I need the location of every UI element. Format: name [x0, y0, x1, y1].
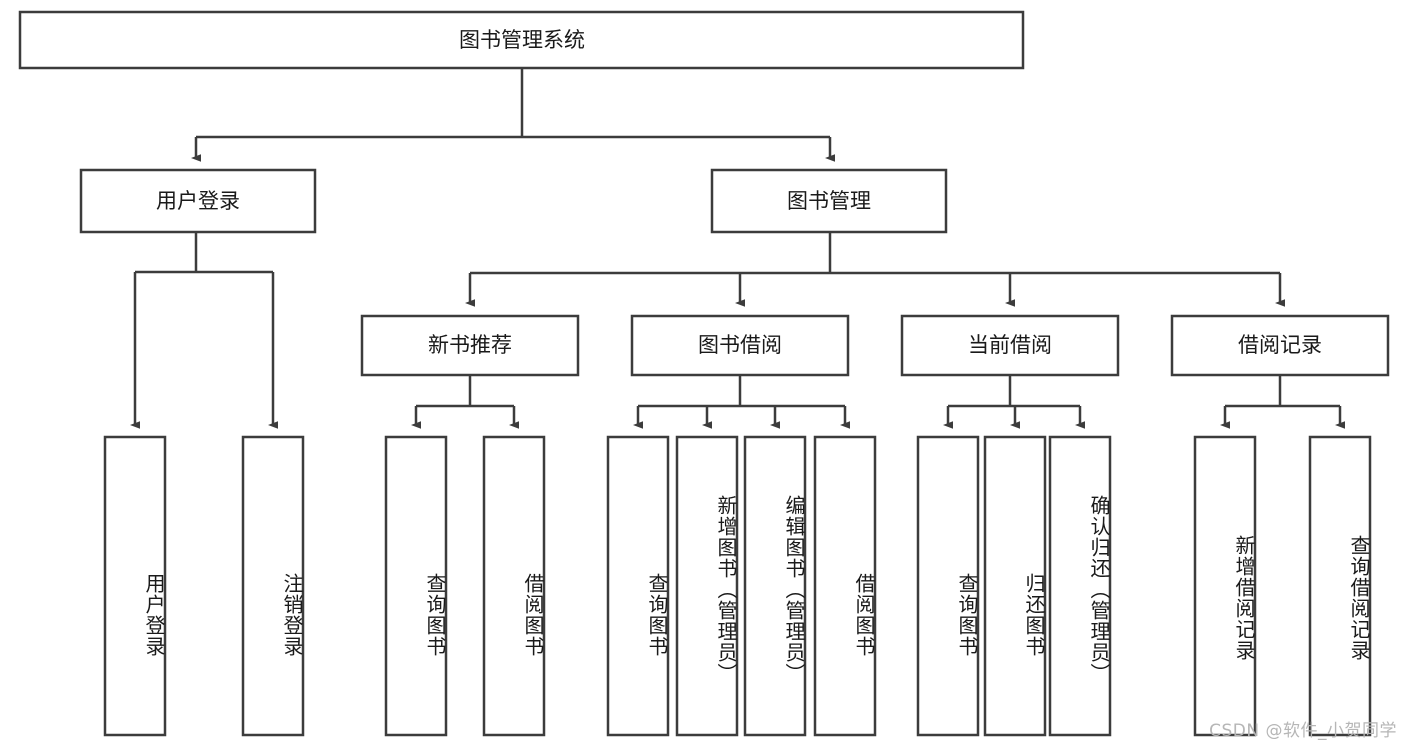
- node-box-borrow-record[interactable]: [1170, 314, 1390, 377]
- node-box-leaf-add-book[interactable]: [675, 435, 739, 737]
- node-box-leaf-user-login[interactable]: [103, 435, 167, 737]
- node-box-book-borrow[interactable]: [630, 314, 850, 377]
- node-box-leaf-query-record[interactable]: [1308, 435, 1372, 737]
- node-label-book-management: 图书管理: [787, 189, 871, 213]
- node-label-root: 图书管理系统: [459, 28, 585, 52]
- node-label-book-borrow: 图书借阅: [698, 333, 782, 357]
- node-box-leaf-return-book[interactable]: [983, 435, 1047, 737]
- node-box-leaf-borrow-book-1[interactable]: [482, 435, 546, 737]
- node-label-new-book-recommend: 新书推荐: [428, 333, 512, 357]
- node-box-current-borrow[interactable]: [900, 314, 1120, 377]
- node-box-leaf-borrow-book-2[interactable]: [813, 435, 877, 737]
- node-box-user-login[interactable]: [79, 168, 317, 234]
- node-label-user-login: 用户登录: [156, 189, 240, 213]
- node-box-leaf-query-book-3[interactable]: [916, 435, 980, 737]
- node-box-new-book-recommend[interactable]: [360, 314, 580, 377]
- node-box-leaf-query-book-1[interactable]: [384, 435, 448, 737]
- csdn-watermark: CSDN @软件_小贺同学: [1209, 721, 1397, 741]
- node-box-leaf-user-logout[interactable]: [241, 435, 305, 737]
- node-box-leaf-edit-book[interactable]: [743, 435, 807, 737]
- node-box-leaf-confirm-return[interactable]: [1048, 435, 1112, 737]
- node-box-leaf-add-record[interactable]: [1193, 435, 1257, 737]
- node-box-leaf-query-book-2[interactable]: [606, 435, 670, 737]
- node-label-borrow-record: 借阅记录: [1238, 333, 1322, 357]
- node-label-current-borrow: 当前借阅: [968, 333, 1052, 357]
- node-box-root[interactable]: [18, 10, 1025, 70]
- node-box-book-management[interactable]: [710, 168, 948, 234]
